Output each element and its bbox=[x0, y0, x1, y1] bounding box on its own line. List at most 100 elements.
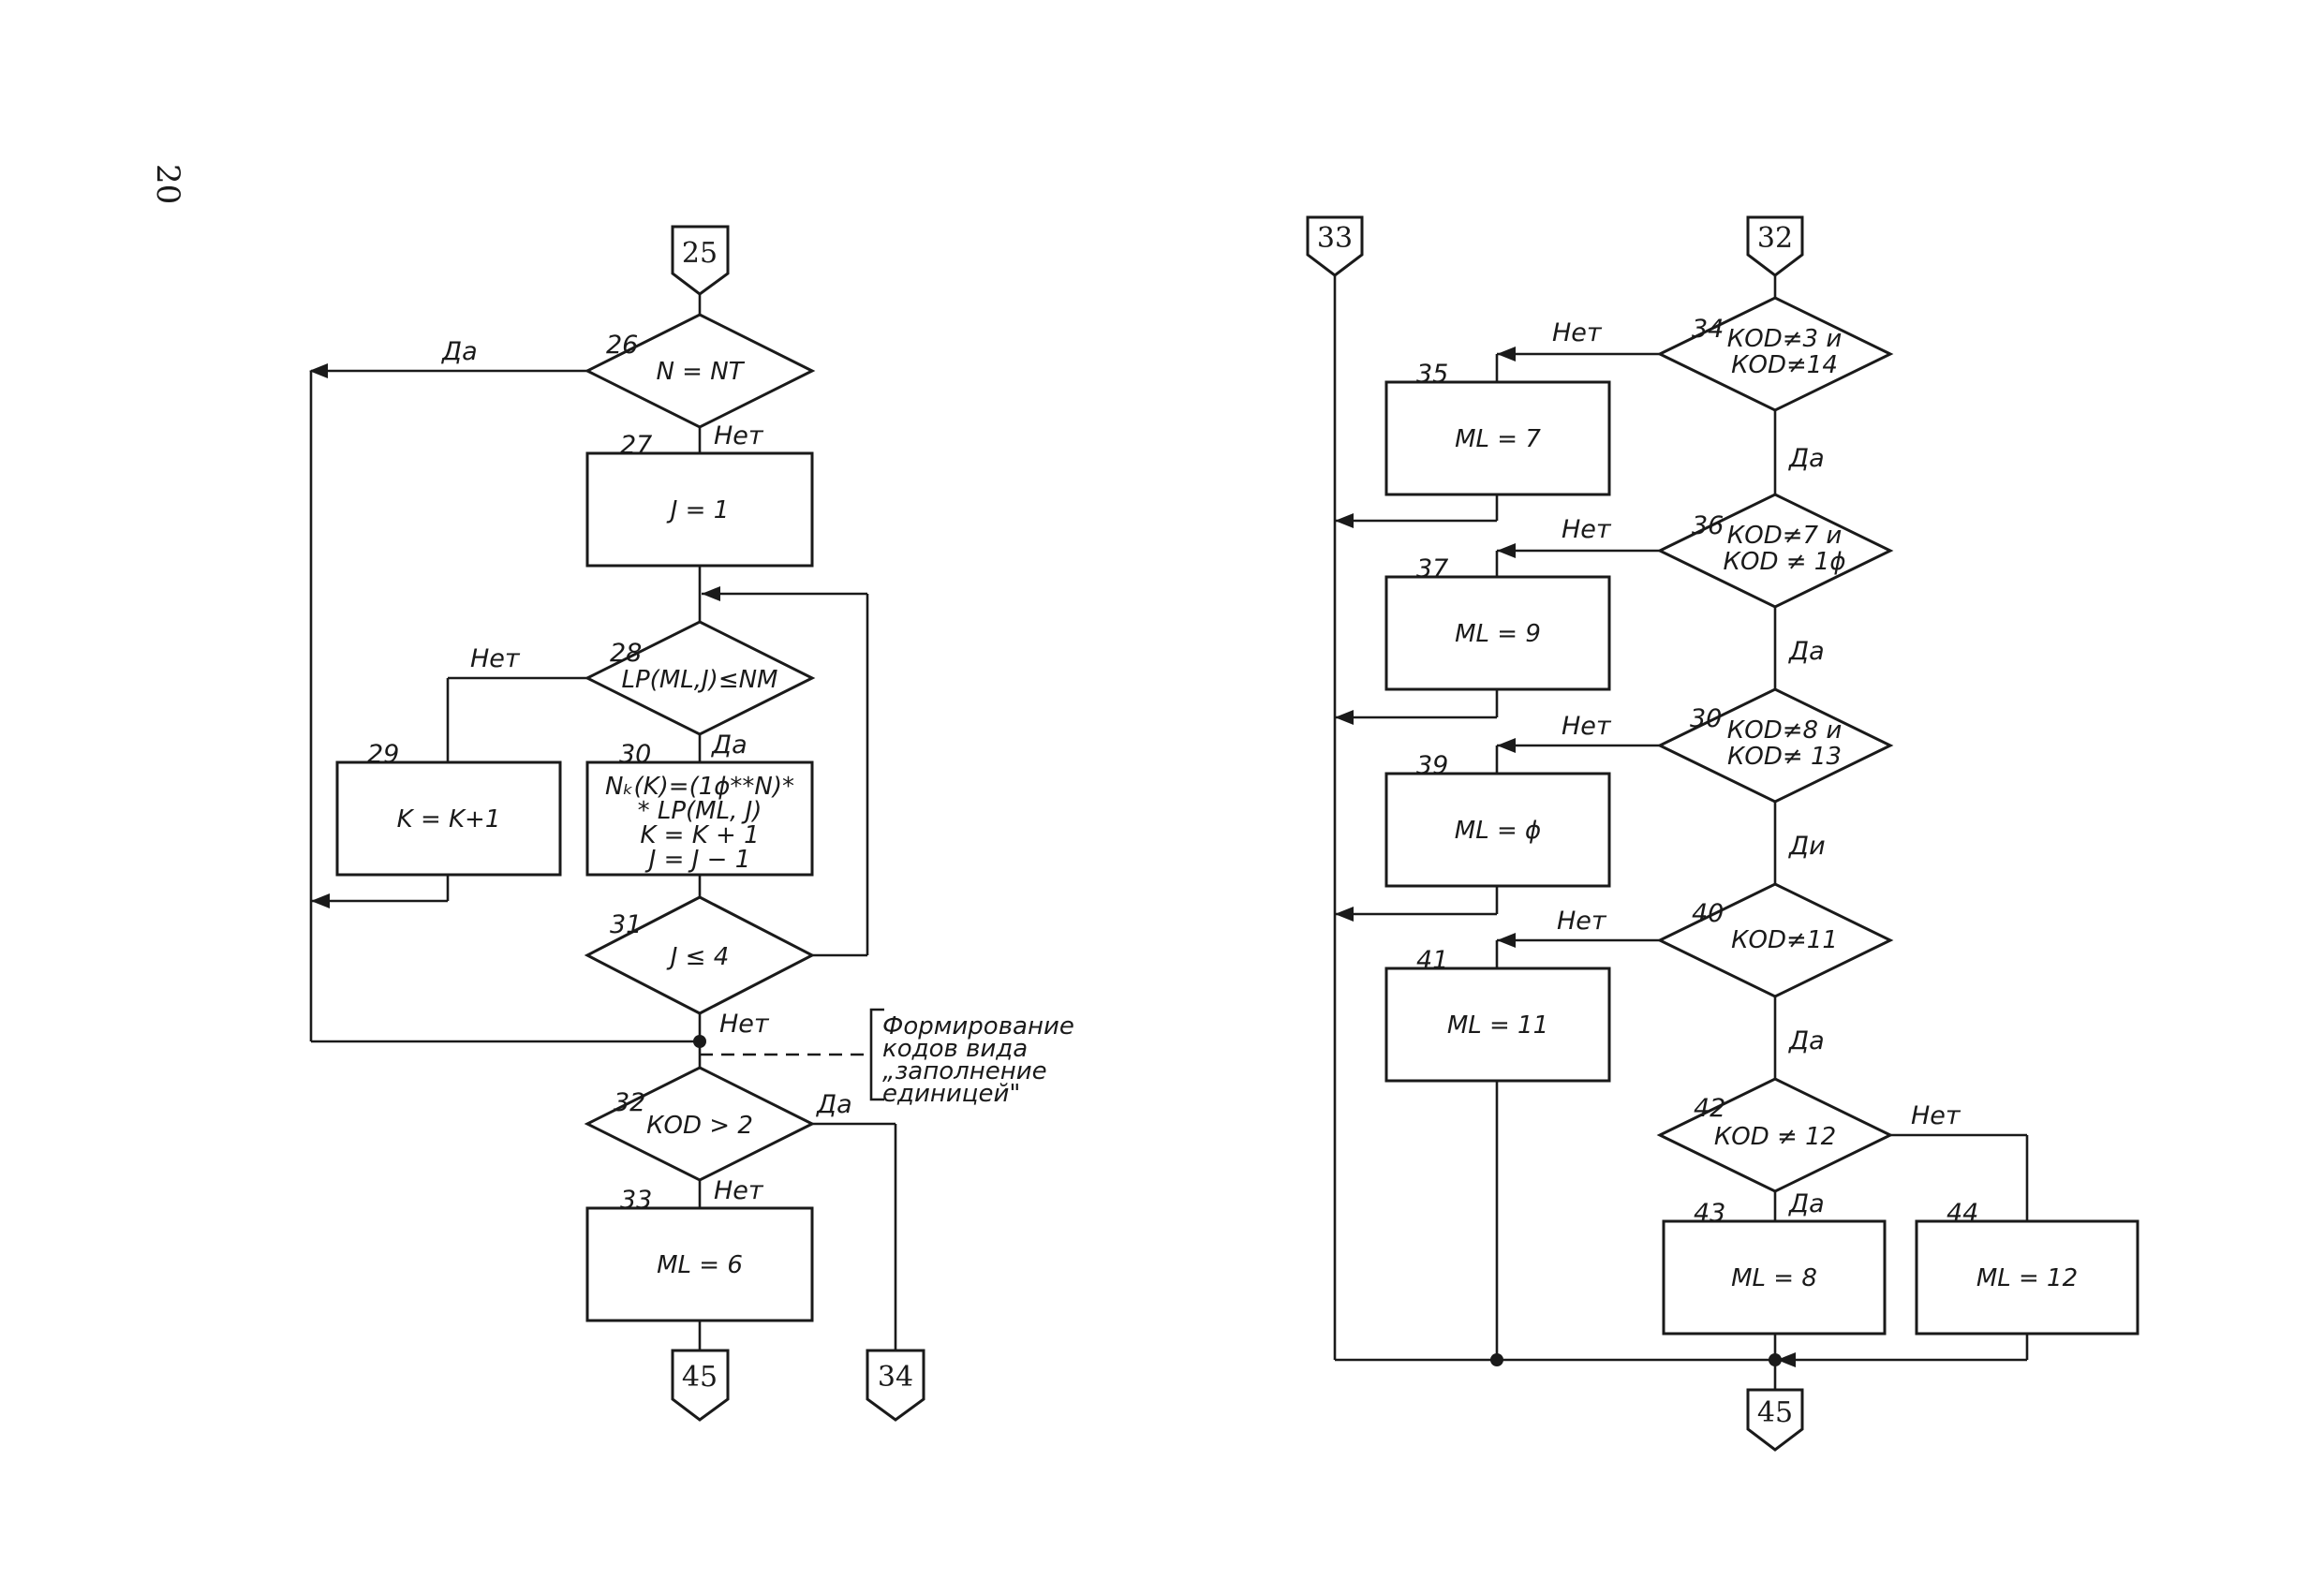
comment-bracket bbox=[869, 1008, 884, 1101]
label-no-31: Нет bbox=[719, 1010, 770, 1039]
block-30-number: 30 bbox=[619, 740, 651, 769]
process-30-line-1: Nₖ(K)=(1ϕ**N)* bbox=[605, 773, 794, 801]
label-no-28: Нет bbox=[470, 644, 521, 673]
arrowhead bbox=[1335, 513, 1354, 528]
decision-31-text: Ј ≤ 4 bbox=[666, 943, 730, 971]
process-30-line-2: * LP(ML, Ј) bbox=[638, 797, 762, 825]
comment-line-3: „заполнение bbox=[882, 1057, 1047, 1085]
arrowhead bbox=[702, 586, 720, 601]
connector-34 bbox=[866, 1349, 925, 1422]
process-30-line-3: K = K + 1 bbox=[640, 821, 759, 849]
arrowhead bbox=[1497, 933, 1516, 948]
decision-38-line-1: КОD≠8 и bbox=[1727, 716, 1842, 745]
process-35 bbox=[1384, 380, 1611, 496]
comment-line-2: кодов вида bbox=[882, 1035, 1028, 1063]
process-39 bbox=[1384, 772, 1611, 888]
label-yes-38: Ди bbox=[1788, 832, 1826, 861]
process-30-line-4: Ј = Ј − 1 bbox=[644, 846, 751, 874]
connector-45-left-label: 45 bbox=[682, 1361, 718, 1394]
decision-36-line-2: КОD ≠ 1ϕ bbox=[1724, 548, 1846, 576]
label-no-42: Нет bbox=[1911, 1101, 1961, 1130]
process-30 bbox=[585, 760, 814, 877]
connector-33 bbox=[1306, 215, 1364, 277]
label-yes-32: Да bbox=[816, 1090, 852, 1119]
decision-26-text: N = NT bbox=[656, 358, 745, 386]
connector-25 bbox=[671, 225, 730, 296]
decision-32-text: КОD > 2 bbox=[646, 1112, 753, 1140]
connector-33-label: 33 bbox=[1317, 222, 1353, 255]
decision-40-text: КОD≠11 bbox=[1731, 926, 1838, 954]
flowchart-right: 33 32 КОD≠3 и КОD≠14 34 Нет ML = 7 35 Да… bbox=[1306, 215, 2139, 1452]
process-41 bbox=[1384, 967, 1611, 1083]
block-37-number: 37 bbox=[1416, 554, 1448, 583]
process-44 bbox=[1915, 1219, 2139, 1336]
arrowhead bbox=[1497, 543, 1516, 558]
label-yes-40: Да bbox=[1788, 1026, 1825, 1055]
block-35-number: 35 bbox=[1416, 360, 1448, 389]
decision-28-text: LP(ML,Ј)≤NM bbox=[622, 666, 778, 694]
process-27-text: Ј = 1 bbox=[666, 496, 730, 524]
label-no-38: Нет bbox=[1562, 712, 1612, 741]
block-32-number: 32 bbox=[614, 1088, 645, 1117]
comment-line-4: единицей" bbox=[882, 1080, 1020, 1108]
label-yes-42: Да bbox=[1788, 1189, 1825, 1218]
process-29-text: K = K+1 bbox=[397, 805, 501, 834]
process-35-text: ML = 7 bbox=[1455, 425, 1541, 453]
block-40-number: 40 bbox=[1692, 899, 1724, 928]
block-41-number: 41 bbox=[1416, 946, 1448, 975]
process-33-text: ML = 6 bbox=[657, 1251, 743, 1279]
block-31-number: 31 bbox=[610, 910, 642, 939]
process-43-text: ML = 8 bbox=[1731, 1264, 1817, 1292]
label-yes-34: Да bbox=[1788, 444, 1825, 473]
process-27 bbox=[585, 451, 814, 568]
block-26-number: 26 bbox=[606, 331, 638, 360]
process-44-text: ML = 12 bbox=[1976, 1264, 2078, 1292]
block-33-number: 33 bbox=[620, 1186, 652, 1215]
decision-34-line-1: КОD≠3 и bbox=[1727, 325, 1842, 353]
process-33 bbox=[585, 1206, 814, 1322]
arrowhead bbox=[1335, 907, 1354, 922]
connector-45-right-label: 45 bbox=[1757, 1396, 1793, 1429]
label-no-26: Нет bbox=[714, 421, 764, 450]
process-39-text: ML = ϕ bbox=[1455, 817, 1541, 845]
process-37 bbox=[1384, 575, 1611, 691]
label-no-32: Нет bbox=[714, 1176, 764, 1205]
connector-25-label: 25 bbox=[682, 237, 718, 270]
block-29-number: 29 bbox=[367, 740, 399, 769]
block-34-number: 34 bbox=[1692, 315, 1724, 344]
connector-45-right bbox=[1746, 1388, 1804, 1452]
block-27-number: 27 bbox=[620, 431, 652, 460]
label-yes-36: Да bbox=[1788, 637, 1825, 666]
junction-dot bbox=[1490, 1353, 1503, 1366]
decision-36-line-1: КОD≠7 и bbox=[1727, 522, 1842, 550]
junction-dot bbox=[693, 1035, 706, 1048]
page-number: 20 bbox=[149, 164, 186, 204]
flowchart-left: 25 N = NT 26 Да Нет Ј = 1 27 LP(ML,Ј)≤NM… bbox=[309, 225, 1074, 1422]
connector-45-left bbox=[671, 1349, 730, 1422]
comment-line-1: Формирование bbox=[882, 1012, 1074, 1041]
process-41-text: ML = 11 bbox=[1447, 1011, 1548, 1040]
block-38-number: 30 bbox=[1690, 704, 1722, 733]
arrowhead bbox=[309, 363, 328, 378]
decision-34-line-2: КОD≠14 bbox=[1731, 351, 1838, 379]
block-42-number: 42 bbox=[1694, 1094, 1725, 1123]
block-39-number: 39 bbox=[1416, 751, 1448, 780]
arrowhead bbox=[1497, 347, 1516, 362]
block-36-number: 36 bbox=[1692, 511, 1724, 540]
label-yes-28: Да bbox=[711, 731, 748, 760]
label-no-36: Нет bbox=[1562, 515, 1612, 544]
connector-32 bbox=[1746, 215, 1804, 277]
block-28-number: 28 bbox=[610, 639, 642, 668]
label-no-34: Нет bbox=[1552, 318, 1603, 347]
decision-42-text: КОD ≠ 12 bbox=[1714, 1123, 1836, 1151]
block-43-number: 43 bbox=[1694, 1199, 1725, 1228]
process-37-text: ML = 9 bbox=[1455, 620, 1541, 648]
arrowhead bbox=[1335, 710, 1354, 725]
connector-34-label: 34 bbox=[878, 1361, 913, 1394]
arrowhead bbox=[1497, 738, 1516, 753]
block-44-number: 44 bbox=[1947, 1199, 1978, 1228]
label-no-40: Нет bbox=[1557, 907, 1607, 936]
arrowhead bbox=[311, 893, 330, 908]
decision-38-line-2: КОD≠ 13 bbox=[1727, 743, 1842, 771]
